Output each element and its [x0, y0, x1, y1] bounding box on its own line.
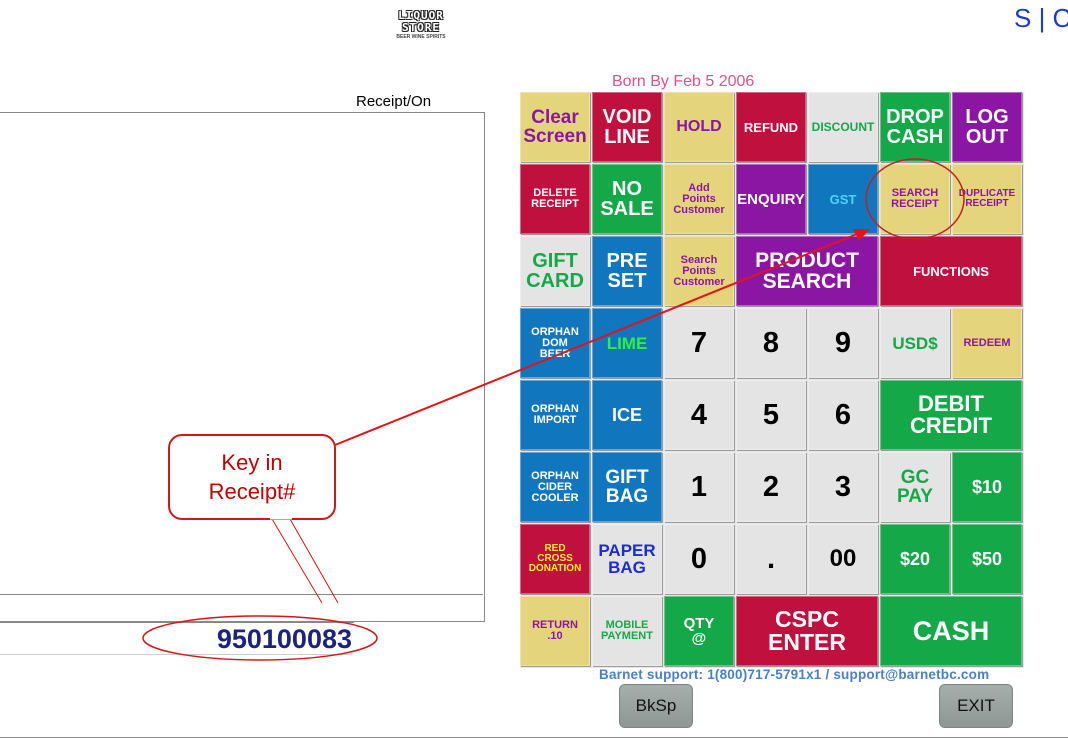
exit-button[interactable]: EXIT	[939, 684, 1013, 728]
delete-receipt-button[interactable]: DELETE RECEIPT	[520, 164, 590, 234]
receipt-panel[interactable]	[0, 112, 485, 622]
orphan-import-button[interactable]: ORPHAN IMPORT	[520, 380, 590, 450]
key-8[interactable]: 8	[736, 308, 806, 378]
callout-line-2: Receipt#	[208, 479, 296, 504]
key-7[interactable]: 7	[664, 308, 734, 378]
logo-tagline: BEER WINE SPIRITS	[396, 34, 446, 40]
gst-button[interactable]: GST	[808, 164, 878, 234]
refund-button[interactable]: REFUND	[736, 92, 806, 162]
duplicate-receipt-button[interactable]: DUPLICATE RECEIPT	[952, 164, 1022, 234]
log-out-button[interactable]: LOG OUT	[952, 92, 1022, 162]
cash-button[interactable]: CASH	[880, 596, 1022, 666]
header-corner-text: S | C	[1014, 3, 1068, 33]
paper-bag-button[interactable]: PAPER BAG	[592, 524, 662, 594]
cspc-enter-button[interactable]: CSPC ENTER	[736, 596, 878, 666]
key-9[interactable]: 9	[808, 308, 878, 378]
drop-cash-button[interactable]: DROP CASH	[880, 92, 950, 162]
key-6[interactable]: 6	[808, 380, 878, 450]
store-subtitle: Born By Feb 5 2006	[612, 73, 755, 90]
annotation-callout: Key in Receipt#	[168, 434, 336, 520]
key-decimal[interactable]: .	[736, 524, 806, 594]
return-10-button[interactable]: RETURN .10	[520, 596, 590, 666]
functions-button[interactable]: FUNCTIONS	[880, 236, 1022, 306]
gc-pay-button[interactable]: GC PAY	[880, 452, 950, 522]
key-3[interactable]: 3	[808, 452, 878, 522]
redeem-button[interactable]: REDEEM	[952, 308, 1022, 378]
receipt-label: Receipt/On	[356, 93, 432, 110]
callout-line-1: Key in	[221, 450, 283, 475]
key-4[interactable]: 4	[664, 380, 734, 450]
search-receipt-button[interactable]: SEARCH RECEIPT	[880, 164, 950, 234]
key-5[interactable]: 5	[736, 380, 806, 450]
hold-button[interactable]: HOLD	[664, 92, 734, 162]
debit-credit-button[interactable]: DEBIT CREDIT	[880, 380, 1022, 450]
backspace-button[interactable]: BkSp	[619, 684, 693, 728]
clear-screen-button[interactable]: Clear Screen	[520, 92, 590, 162]
key-1[interactable]: 1	[664, 452, 734, 522]
store-logo: LIQUOR STORE BEER WINE SPIRITS	[386, 10, 456, 46]
product-search-button[interactable]: PRODUCT SEARCH	[736, 236, 878, 306]
preset-button[interactable]: PRE SET	[592, 236, 662, 306]
usd-button[interactable]: USD$	[880, 308, 950, 378]
key-0[interactable]: 0	[664, 524, 734, 594]
gift-card-button[interactable]: GIFT CARD	[520, 236, 590, 306]
qty-button[interactable]: QTY @	[664, 596, 734, 666]
support-info: Barnet support: 1(800)717-5791x1 / suppo…	[599, 667, 990, 682]
ice-button[interactable]: ICE	[592, 380, 662, 450]
lime-button[interactable]: LIME	[592, 308, 662, 378]
red-cross-donation-button[interactable]: RED CROSS DONATION	[520, 524, 590, 594]
ten-dollar-button[interactable]: $10	[952, 452, 1022, 522]
search-points-customer-button[interactable]: Search Points Customer	[664, 236, 734, 306]
enquiry-button[interactable]: ENQUIRY	[736, 164, 806, 234]
twenty-dollar-button[interactable]: $20	[880, 524, 950, 594]
key-double-zero[interactable]: 00	[808, 524, 878, 594]
logo-line-1: LIQUOR	[398, 9, 444, 22]
orphan-cider-cooler-button[interactable]: ORPHAN CIDER COOLER	[520, 452, 590, 522]
receipt-divider	[0, 594, 483, 595]
discount-button[interactable]: DISCOUNT	[808, 92, 878, 162]
orphan-dom-beer-button[interactable]: ORPHAN DOM BEER	[520, 308, 590, 378]
no-sale-button[interactable]: NO SALE	[592, 164, 662, 234]
add-points-customer-button[interactable]: Add Points Customer	[664, 164, 734, 234]
mobile-payment-button[interactable]: MOBILE PAYMENT	[592, 596, 662, 666]
logo-line-2: STORE	[401, 21, 441, 34]
void-line-button[interactable]: VOID LINE	[592, 92, 662, 162]
gift-bag-button[interactable]: GIFT BAG	[592, 452, 662, 522]
receipt-number-input[interactable]: 950100083	[0, 623, 352, 655]
key-2[interactable]: 2	[736, 452, 806, 522]
fifty-dollar-button[interactable]: $50	[952, 524, 1022, 594]
